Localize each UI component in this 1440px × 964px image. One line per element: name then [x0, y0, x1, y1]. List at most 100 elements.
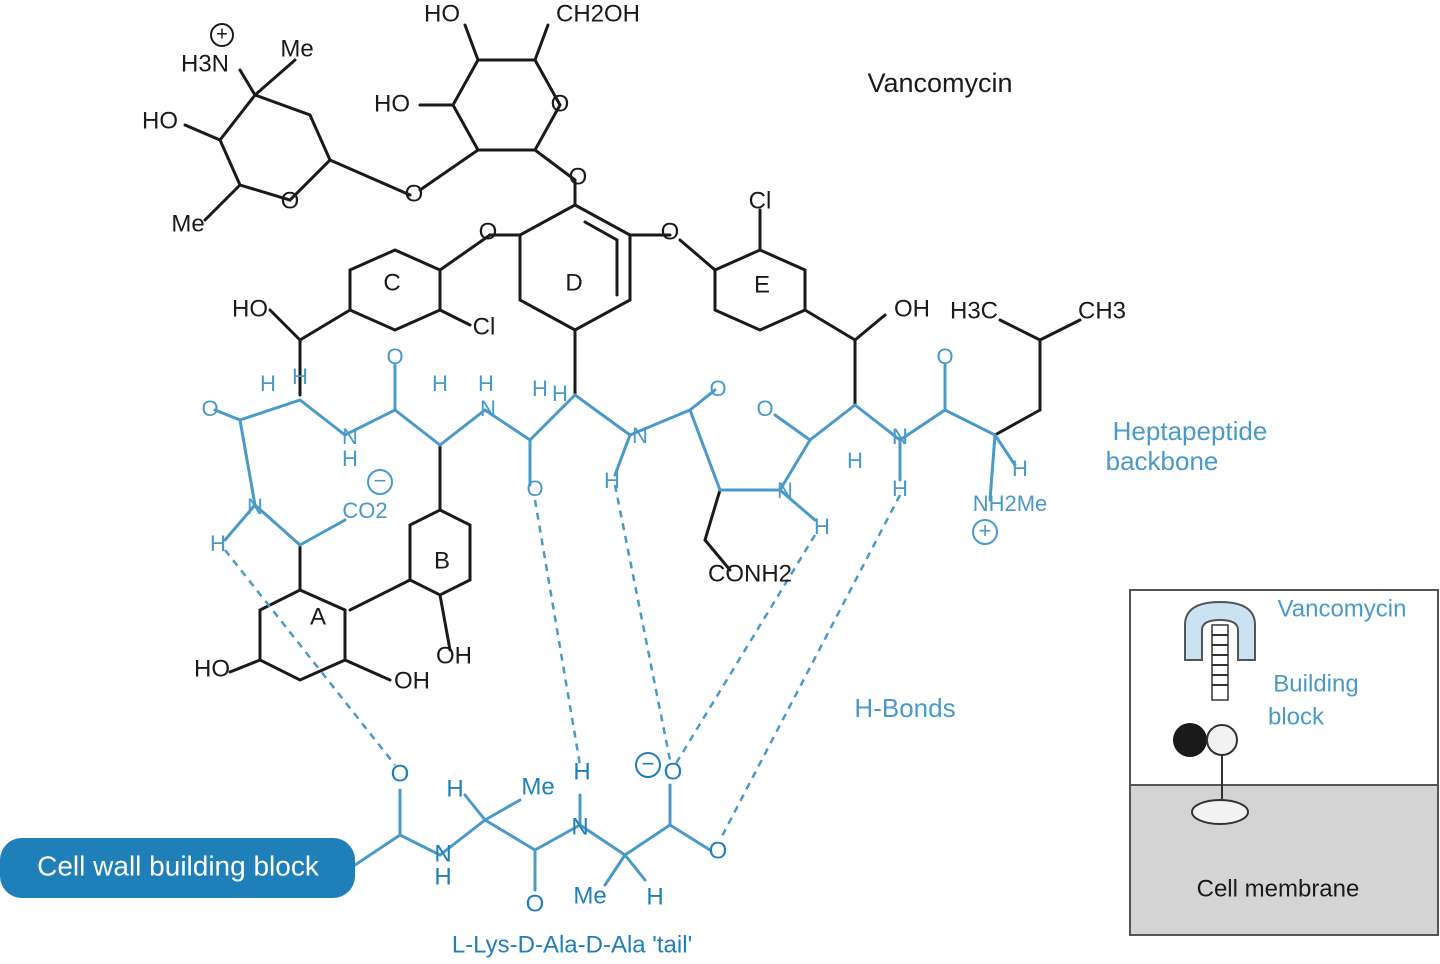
n5-label: N — [892, 424, 908, 449]
white-sugar-icon — [1206, 724, 1238, 756]
o3-label: O — [526, 476, 543, 501]
nh2me-label: NH2Me — [973, 491, 1048, 516]
h11-label: H — [210, 531, 226, 556]
ring-a-label: A — [310, 603, 326, 630]
h5-label: H — [532, 376, 548, 401]
vancomycin-title: Vancomycin — [867, 68, 1012, 98]
h8-label: H — [814, 514, 830, 539]
black-sugar-icon — [1173, 723, 1207, 757]
h6-label: H — [604, 468, 620, 493]
tail-minus: − — [642, 751, 655, 776]
ho-a-label: HO — [194, 655, 230, 682]
tail-h3: H — [646, 883, 663, 910]
o2-label: O — [386, 344, 403, 369]
o-ring1-label: O — [551, 90, 570, 117]
inset-panel: Vancomycin Building block Cell membrane — [1129, 589, 1439, 936]
h7-label: H — [847, 448, 863, 473]
ch3-label: CH3 — [1078, 297, 1126, 324]
minus-circle-1 — [367, 469, 393, 495]
tail-h1: H — [446, 775, 463, 802]
o6-label: O — [936, 344, 953, 369]
h3c-label: H3C — [950, 297, 998, 324]
heptapeptide-label-1: Heptapeptide — [1113, 416, 1268, 446]
cell-wall-pill — [0, 838, 355, 898]
anchor-icon — [1191, 799, 1249, 825]
n3-label: N — [632, 423, 648, 448]
minus1-label: − — [374, 468, 387, 493]
tail-o2: O — [526, 890, 545, 917]
h3n-label: H3N — [181, 50, 229, 77]
ho-sugar-label: HO — [374, 90, 410, 117]
oh-b-label: OH — [436, 642, 472, 669]
oh-e-label: OH — [894, 295, 930, 322]
cl-top-label: Cl — [749, 187, 772, 214]
ho-mid-label: HO — [232, 295, 268, 322]
n7-label: N — [892, 424, 908, 449]
ch2oh-label: CH2OH — [556, 0, 640, 27]
h4-label: H — [478, 371, 494, 396]
o-left-label: O — [479, 218, 498, 245]
h2-label: H — [342, 446, 358, 471]
o-link1-label: O — [405, 180, 424, 207]
tail-nh: H — [573, 758, 590, 785]
me-bot-label: Me — [171, 210, 204, 237]
tail-o1: O — [391, 760, 410, 787]
blue-atom-labels: H O H H O H O O N H N H O H N H N H O NH… — [201, 344, 1047, 556]
tail-h2: H — [434, 863, 451, 890]
hydrogen-bond-lines — [224, 484, 902, 841]
o4-label: O — [709, 376, 726, 401]
hbonds-label: H-Bonds — [854, 693, 955, 723]
me-top-label: Me — [280, 35, 313, 62]
tail-me1: Me — [521, 773, 554, 800]
conh2-label: CONH2 — [708, 560, 792, 587]
tail-o3: O — [664, 758, 683, 785]
blue-bonds — [213, 363, 1017, 892]
h10-label: H — [552, 381, 568, 406]
black-bonds — [183, 23, 1082, 682]
plus2-label: + — [979, 518, 992, 543]
building-block-stalk — [1211, 624, 1229, 701]
h9-label: H — [892, 476, 908, 501]
n6-label: N — [247, 494, 263, 519]
inset-vancomycin: Vancomycin — [1278, 595, 1407, 622]
ring-e-label: E — [754, 271, 770, 298]
co2-label: CO2 — [342, 498, 387, 523]
h1-label: H — [260, 371, 276, 396]
hq-label: H — [1012, 456, 1028, 481]
inset-building: Building — [1273, 670, 1358, 697]
o1-label: O — [201, 396, 218, 421]
vancomycin-cap-icon — [1184, 600, 1256, 661]
inset-membrane: Cell membrane — [1197, 875, 1360, 902]
o-right-label: O — [661, 218, 680, 245]
tail-me2: Me — [573, 882, 606, 909]
black-atom-labels: HO CH2OH HO O O O H3N + Me HO O Me O O C… — [142, 0, 1126, 694]
n-plus-label: + — [216, 23, 228, 45]
cl-c-label: Cl — [473, 313, 496, 340]
o-ring2-label: O — [281, 187, 300, 214]
tail-atom-labels: O H Me N H O Me H H N O − O — [391, 751, 728, 918]
n2-label: N — [480, 396, 496, 421]
tail-o4: O — [709, 837, 728, 864]
plus-circle-1 — [210, 23, 234, 47]
h12-label: H — [292, 364, 308, 389]
cell-wall-label: Cell wall building block — [37, 850, 320, 881]
h3-label: H — [432, 371, 448, 396]
o-glyco-label: O — [569, 163, 588, 190]
n1-label: N — [342, 424, 358, 449]
ring-b-label: B — [434, 547, 450, 574]
ring-d-label: D — [565, 269, 582, 296]
inset-block: block — [1268, 703, 1325, 730]
ring-c-label: C — [383, 269, 400, 296]
o5-label: O — [756, 396, 773, 421]
ho-sugar2-label: HO — [142, 107, 178, 134]
plus-circle-2 — [972, 519, 998, 545]
n4-label: N — [777, 478, 793, 503]
tail-label: L-Lys-D-Ala-D-Ala 'tail' — [452, 931, 692, 958]
tail-minus-circle — [635, 752, 661, 778]
membrane-region — [1131, 785, 1437, 934]
oh-a-label: OH — [394, 667, 430, 694]
ho-top-label: HO — [424, 0, 460, 27]
tail-n1: N — [434, 840, 451, 867]
tail-n2: N — [571, 813, 588, 840]
